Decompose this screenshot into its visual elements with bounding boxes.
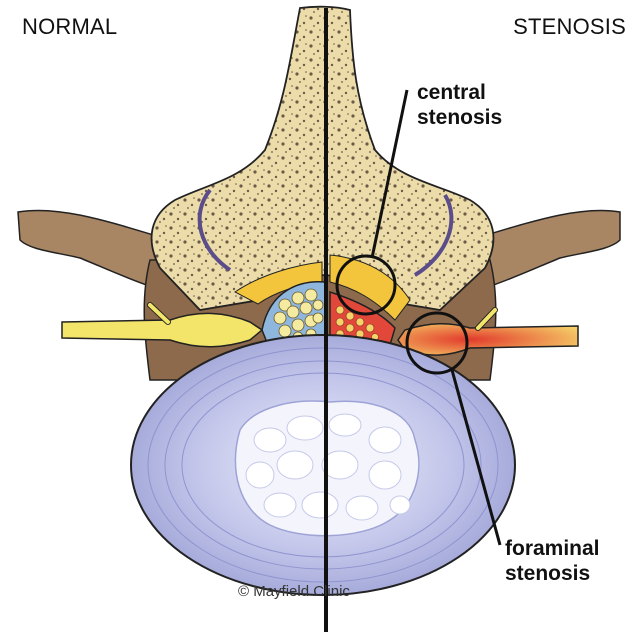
central-stenosis-line-2: stenosis xyxy=(417,105,502,130)
normal-label: NORMAL xyxy=(22,14,117,40)
foraminal-stenosis-line-2: stenosis xyxy=(505,561,600,586)
central-stenosis-line-1: central xyxy=(417,80,502,105)
stenosis-label: STENOSIS xyxy=(513,14,626,40)
central-stenosis-label: central stenosis xyxy=(417,80,502,130)
foraminal-stenosis-line-1: foraminal xyxy=(505,536,600,561)
copyright-credit: © Mayfield Clinic xyxy=(238,583,350,600)
foraminal-stenosis-label: foraminal stenosis xyxy=(505,536,600,586)
